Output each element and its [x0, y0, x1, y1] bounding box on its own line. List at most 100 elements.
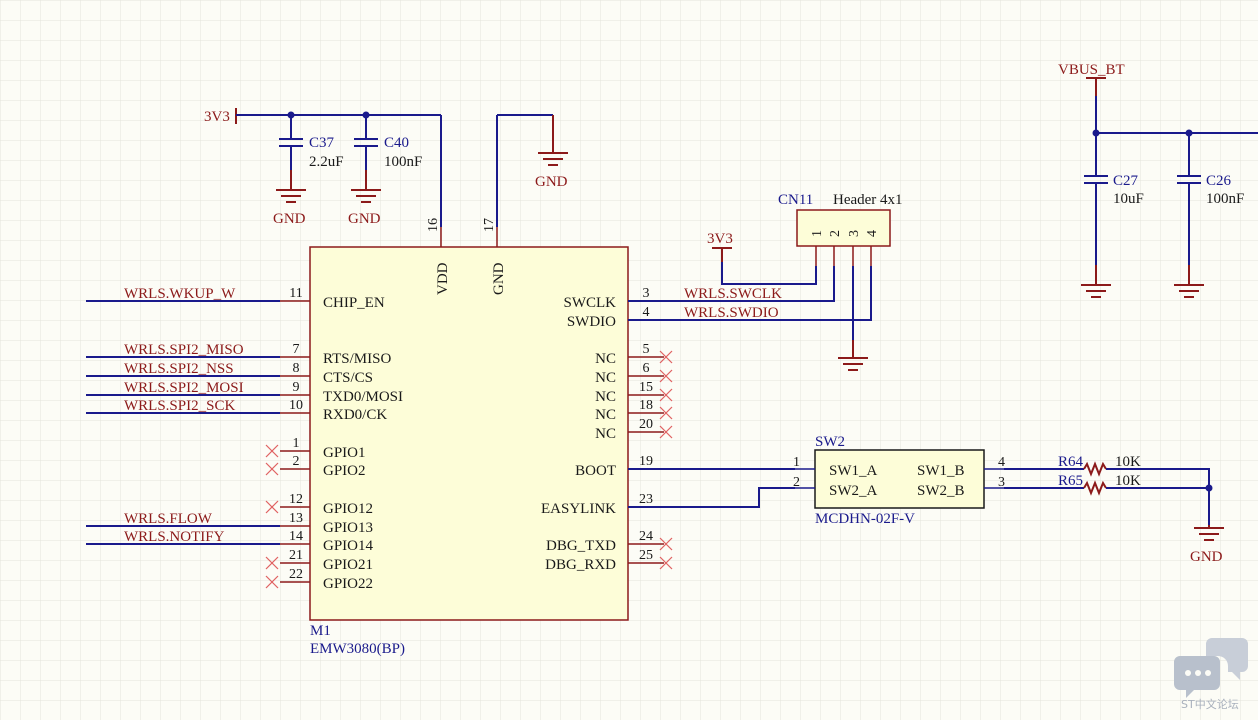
pin-num: 24: [639, 529, 653, 544]
r64-value: 10K: [1115, 454, 1141, 470]
no-connect-mark: [265, 462, 279, 476]
sw2-wires[interactable]: [628, 461, 1224, 541]
pin-num: 6: [643, 361, 650, 376]
pin-name: CHIP_EN: [323, 295, 385, 311]
pin-name: GPIO14: [323, 538, 374, 554]
pin-name: EASYLINK: [541, 501, 616, 517]
pin-name: NC: [595, 426, 616, 442]
c27-capacitor[interactable]: [1081, 175, 1111, 298]
pin-num-16: 16: [426, 218, 441, 232]
m1-value: EMW3080(BP): [310, 641, 405, 657]
m1-top-pins: 16 17 VDD GND: [426, 218, 507, 295]
pin-num: 18: [639, 398, 653, 413]
cn11-pin-1: 1: [810, 230, 825, 237]
v3-label: 3V3: [204, 109, 230, 125]
c37-value: 2.2uF: [309, 154, 344, 170]
pin-name: GPIO12: [323, 501, 373, 517]
cn11-pin-3: 3: [847, 230, 862, 237]
gnd-label-c37: GND: [273, 211, 306, 227]
pin-name: DBG_RXD: [545, 557, 616, 573]
pin-name: GPIO22: [323, 576, 373, 592]
pin-name: GPIO13: [323, 520, 373, 536]
cn11-header[interactable]: [796, 209, 891, 266]
pin-num: 9: [293, 380, 300, 395]
no-connect-mark: [265, 500, 279, 514]
cn11-wires[interactable]: [628, 247, 872, 371]
net-label: WRLS.FLOW: [124, 511, 213, 527]
c27-ref: C27: [1113, 173, 1139, 189]
pin-name: DBG_TXD: [546, 538, 616, 554]
net-label: WRLS.SPI2_NSS: [124, 361, 234, 377]
r64-ref: R64: [1058, 454, 1084, 470]
c37-ref: C37: [309, 135, 335, 151]
pin-num: 14: [289, 529, 303, 544]
pin-num: 20: [639, 417, 653, 432]
net-label: WRLS.SPI2_SCK: [124, 398, 235, 414]
sw2-sw1b: SW1_B: [917, 463, 965, 479]
gnd-label-c40: GND: [348, 211, 381, 227]
chat-bubble-icon: [1174, 638, 1248, 698]
vbus-rail[interactable]: [1086, 77, 1258, 176]
cn11-value: Header 4x1: [833, 192, 903, 208]
no-connect-mark: [659, 537, 673, 551]
no-connect-mark: [659, 350, 673, 364]
cn11-pin-4: 4: [865, 230, 880, 237]
sw2-pin-4: 4: [998, 455, 1005, 470]
sw2-sw1a: SW1_A: [829, 463, 878, 479]
pin-name: BOOT: [575, 463, 616, 479]
sw2-switch[interactable]: [795, 449, 1004, 509]
c27-value: 10uF: [1113, 191, 1144, 207]
no-connect-mark: [659, 556, 673, 570]
pin-name: GPIO1: [323, 445, 366, 461]
pin-name: SWDIO: [567, 314, 616, 330]
sw2-pin-2: 2: [793, 475, 800, 490]
no-connect-mark: [265, 556, 279, 570]
pin-name: NC: [595, 351, 616, 367]
v3-label-cn11: 3V3: [707, 231, 733, 247]
pin-name: RTS/MISO: [323, 351, 391, 367]
pin-num-17: 17: [482, 218, 497, 232]
c40-capacitor[interactable]: [351, 115, 381, 203]
pin-name-vdd: VDD: [435, 262, 451, 295]
pin-num: 15: [639, 380, 653, 395]
c40-ref: C40: [384, 135, 409, 151]
net-label: WRLS.WKUP_W: [124, 286, 236, 302]
no-connect-mark: [659, 406, 673, 420]
pin-num: 8: [293, 361, 300, 376]
net-label: WRLS.NOTIFY: [124, 529, 225, 545]
pin-name-gnd: GND: [491, 262, 507, 295]
pin-num: 13: [289, 511, 303, 526]
pin-num: 7: [293, 342, 300, 357]
pin-num: 11: [289, 286, 302, 301]
m1-module[interactable]: [309, 246, 629, 621]
net-label: WRLS.SPI2_MISO: [124, 342, 244, 358]
net-label: WRLS.SWDIO: [684, 305, 779, 321]
pin-num: 25: [639, 548, 653, 563]
pin-num: 23: [639, 492, 653, 507]
gnd-label-sw2: GND: [1190, 549, 1223, 565]
sw2-ref: SW2: [815, 434, 845, 450]
sw2-value: MCDHN-02F-V: [815, 511, 915, 527]
pin-num: 12: [289, 492, 303, 507]
pin-name: SWCLK: [564, 295, 617, 311]
pin-name: NC: [595, 370, 616, 386]
m1-gnd-net[interactable]: [496, 114, 568, 227]
pin-num: 21: [289, 548, 303, 563]
r65-value: 10K: [1115, 473, 1141, 489]
cn11-pin-2: 2: [828, 230, 843, 237]
c26-capacitor[interactable]: [1174, 175, 1204, 298]
pin-num: 10: [289, 398, 303, 413]
c26-ref: C26: [1206, 173, 1232, 189]
c26-value: 100nF: [1206, 191, 1244, 207]
pin-num: 1: [293, 436, 300, 451]
pin-name: RXD0/CK: [323, 407, 387, 423]
pin-name: CTS/CS: [323, 370, 373, 386]
no-connect-mark: [265, 444, 279, 458]
pin-num: 22: [289, 567, 303, 582]
c37-capacitor[interactable]: [276, 115, 306, 203]
pin-num: 2: [293, 454, 300, 469]
watermark-text: ST中文论坛: [1181, 697, 1239, 711]
